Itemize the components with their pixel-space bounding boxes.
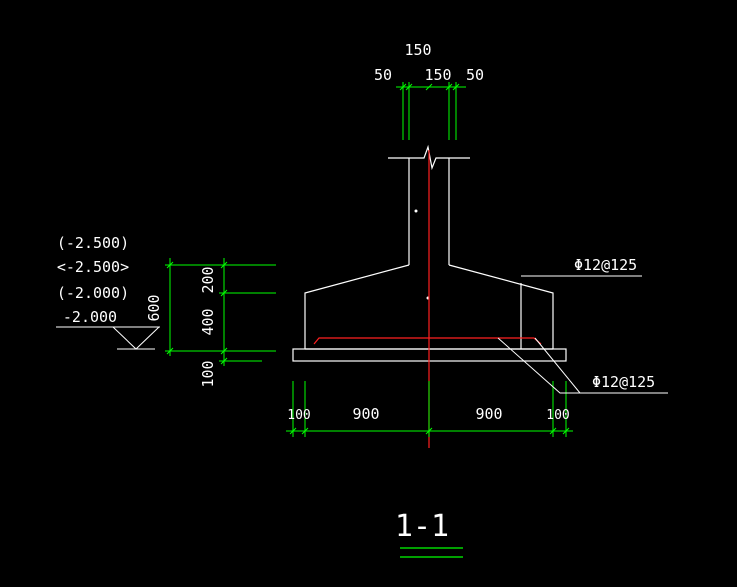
break-line (388, 144, 470, 171)
dim-left-upper: 200 (199, 266, 217, 293)
dim-top-right: 50 (466, 66, 484, 84)
rebar-leaders (497, 275, 668, 394)
elevation-label-3: (-2.000) (57, 284, 129, 302)
elevation-label-4: -2.000 (63, 308, 117, 326)
rebar-label-lower: Φ12@125 (592, 373, 655, 391)
dim-bottom-left-edge: 100 (287, 408, 310, 423)
dim-left-bottom: 100 (199, 360, 217, 387)
dim-top-center: 150 (424, 66, 451, 84)
lower-rebar-leader (497, 337, 668, 394)
bottom-dimension-lines (286, 381, 573, 437)
elevation-symbol (56, 326, 160, 350)
footing-right-slope (448, 264, 554, 349)
left-dimension-lines (165, 258, 276, 366)
dim-left-total: 600 (145, 294, 163, 321)
elevation-label-1: (-2.500) (57, 234, 129, 252)
lower-rebar-leader-2 (534, 337, 581, 394)
elevation-label-2: <-2.500> (57, 258, 129, 276)
section-title: 1-1 (395, 509, 449, 544)
rebar-label-upper: Φ12@125 (574, 256, 637, 274)
bottom-rebar (313, 337, 542, 345)
dim-top-overall: 150 (404, 41, 431, 59)
footing-left-slope (304, 264, 410, 349)
title-underline (400, 547, 463, 558)
dim-left-middle: 400 (199, 308, 217, 335)
dim-bottom-right-edge: 100 (546, 408, 569, 423)
dim-top-left: 50 (374, 66, 392, 84)
top-dimension-lines (396, 82, 466, 140)
dim-bottom-left-half: 900 (352, 405, 379, 423)
dim-bottom-right-half: 900 (475, 405, 502, 423)
